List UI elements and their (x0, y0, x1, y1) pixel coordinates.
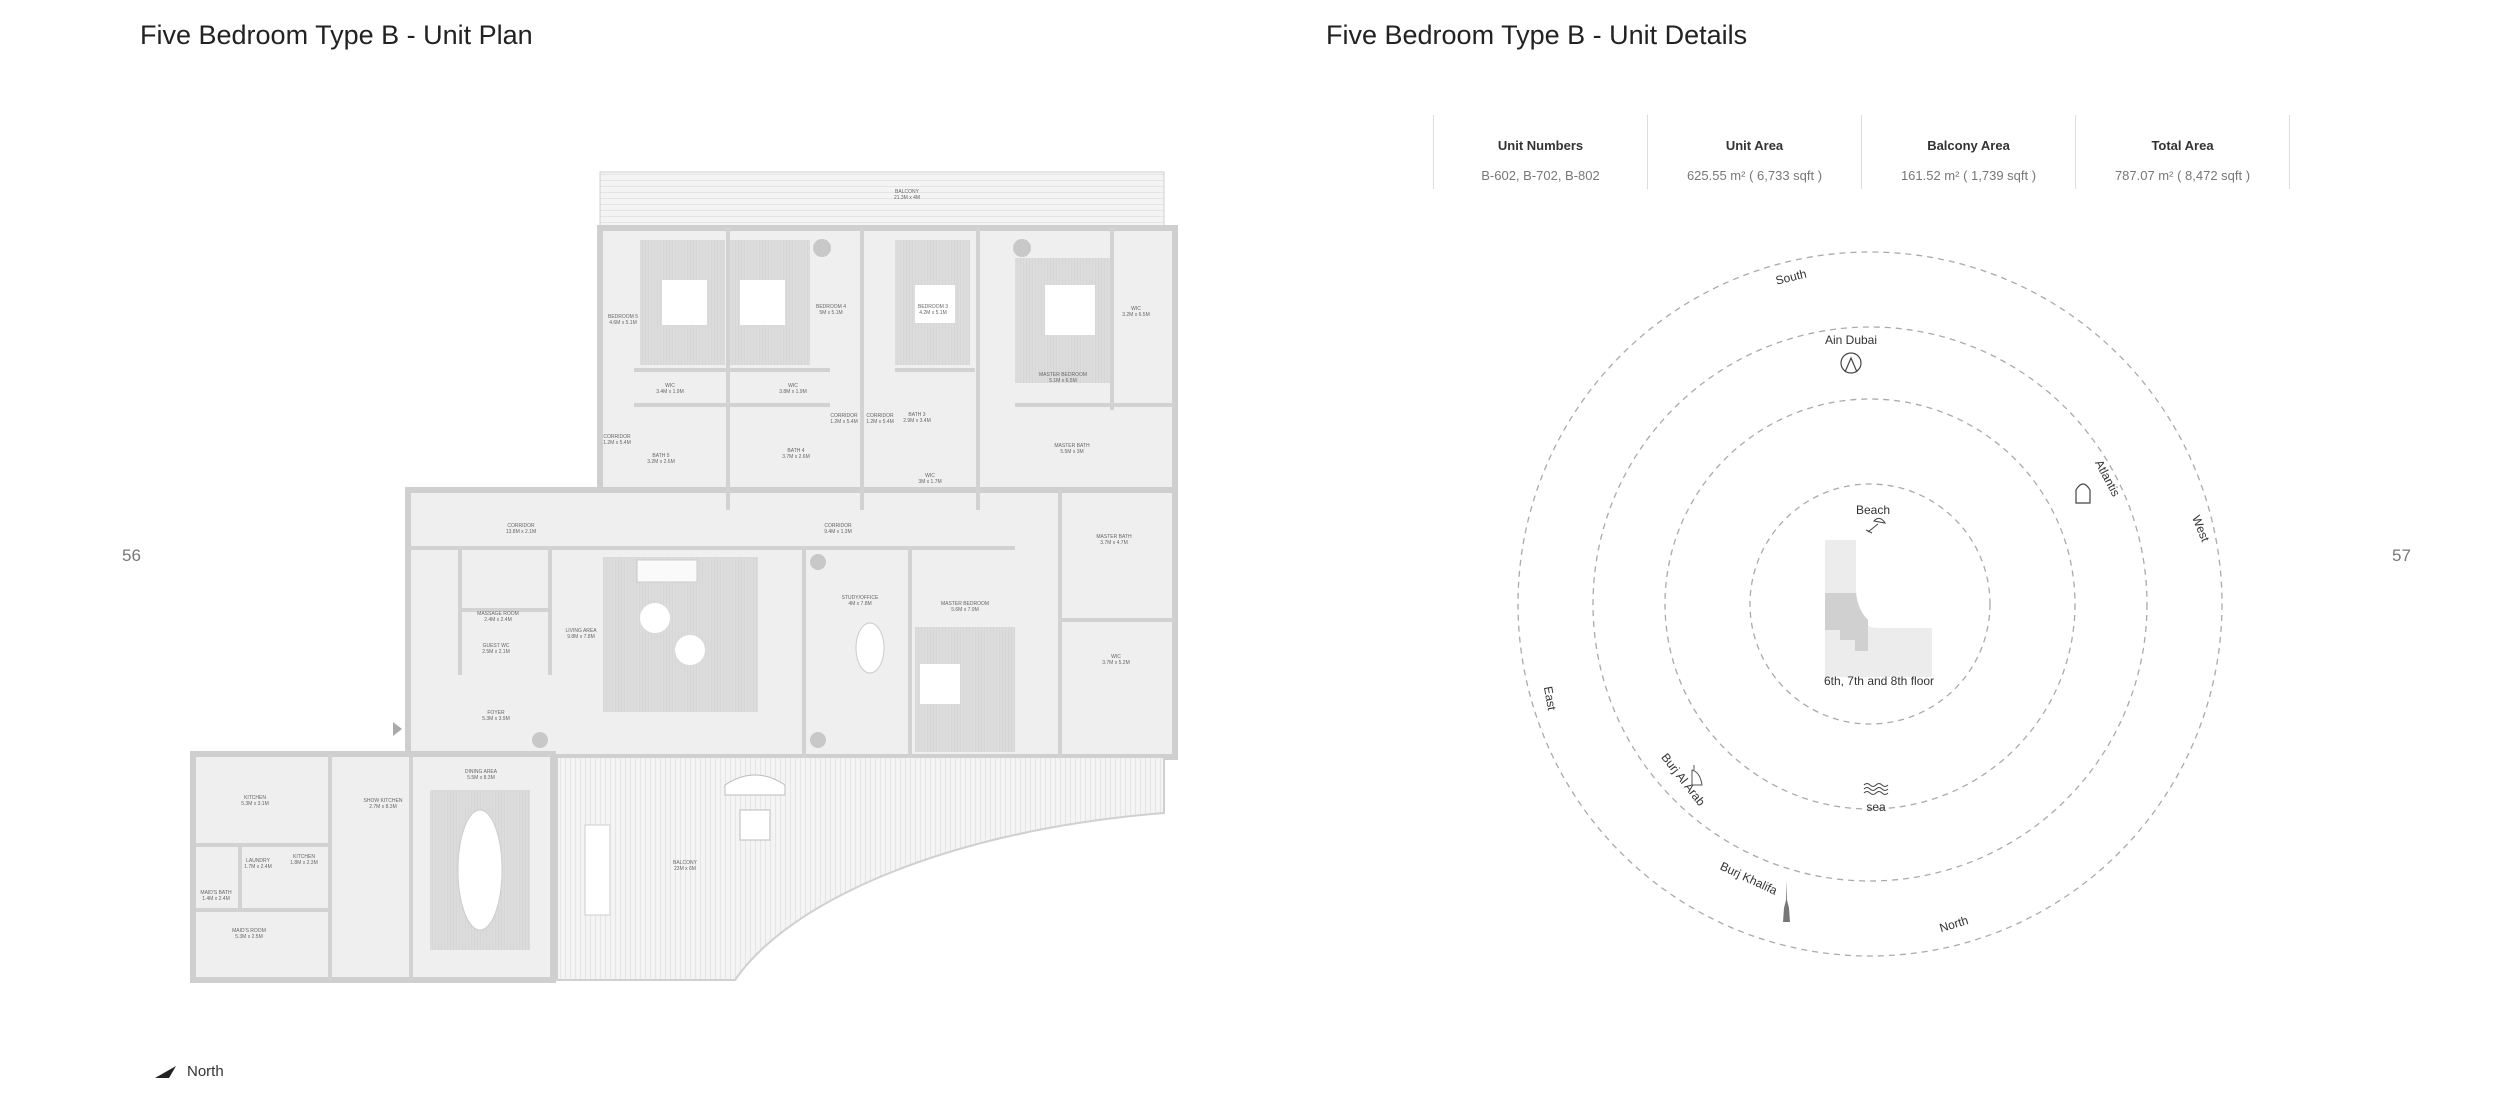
direction-north: North (1938, 913, 1970, 935)
beach-umbrella-icon (1865, 517, 1887, 534)
svg-text:BATH 43.7M x 2.6M: BATH 43.7M x 2.6M (782, 448, 810, 460)
living-wing (405, 487, 1178, 760)
unit-details-table: Unit Numbers Unit Area Balcony Area Tota… (1433, 115, 2290, 189)
svg-text:GUEST WC2.5M x 2.1M: GUEST WC2.5M x 2.1M (482, 643, 510, 655)
ferris-wheel-icon (1840, 352, 1862, 374)
direction-west: West (2189, 513, 2212, 544)
landmark-sea: sea (1866, 800, 1886, 814)
value-unit-numbers: B-602, B-702, B-802 (1433, 153, 1648, 189)
building-footprint (1825, 540, 1932, 677)
header-balcony-area: Balcony Area (1861, 115, 2076, 153)
burj-khalifa-icon (1783, 880, 1790, 922)
landmark-beach: Beach (1856, 503, 1890, 517)
north-indicator: North (155, 1063, 224, 1080)
value-balcony-area: 161.52 m² ( 1,739 sqft ) (1861, 153, 2076, 189)
landmark-burj-khalifa: Burj Khalifa (1718, 859, 1780, 898)
svg-text:BATH 53.2M x 2.6M: BATH 53.2M x 2.6M (647, 453, 675, 465)
entrance-arrow-icon (393, 722, 402, 736)
svg-text:BEDROOM 54.6M x 5.1M: BEDROOM 54.6M x 5.1M (608, 314, 638, 326)
orientation-rings (1517, 251, 2223, 957)
floor-label: 6th, 7th and 8th floor (1824, 674, 1934, 688)
north-arrow-icon (155, 1065, 176, 1078)
unit-details-title: Five Bedroom Type B - Unit Details (1326, 20, 1748, 50)
svg-text:BEDROOM 34.2M x 5.1M: BEDROOM 34.2M x 5.1M (918, 304, 948, 316)
north-label: North (187, 1063, 224, 1080)
sea-waves-icon (1863, 783, 1889, 795)
bottom-balcony (556, 756, 1165, 981)
svg-text:BEDROOM 45M x 5.1M: BEDROOM 45M x 5.1M (816, 304, 846, 316)
landmark-atlantis: Atlantis (2092, 457, 2123, 498)
landmark-ain-dubai: Ain Dubai (1825, 333, 1877, 347)
direction-south: South (1774, 267, 1808, 288)
direction-east: East (1541, 685, 1559, 712)
value-unit-area: 625.55 m² ( 6,733 sqft ) (1647, 153, 1862, 189)
interior-walls (196, 228, 1175, 980)
page-number-right: 57 (2392, 546, 2411, 565)
page-number-left: 56 (122, 546, 141, 565)
header-total-area: Total Area (2075, 115, 2290, 153)
furniture (430, 239, 1110, 950)
header-unit-area: Unit Area (1647, 115, 1862, 153)
value-total-area: 787.07 m² ( 8,472 sqft ) (2075, 153, 2290, 189)
landmark-burj-al-arab: Burj Al Arab (1658, 751, 1708, 809)
atlantis-icon (2075, 483, 2091, 504)
unit-plan-title: Five Bedroom Type B - Unit Plan (140, 20, 533, 50)
table-row: B-602, B-702, B-802 625.55 m² ( 6,733 sq… (1433, 153, 2290, 189)
table-header-row: Unit Numbers Unit Area Balcony Area Tota… (1433, 115, 2290, 153)
burj-al-arab-icon (1691, 765, 1703, 786)
header-unit-numbers: Unit Numbers (1433, 115, 1648, 153)
svg-text:BATH 32.9M x 3.4M: BATH 32.9M x 3.4M (903, 412, 931, 424)
top-balcony (599, 171, 1165, 229)
